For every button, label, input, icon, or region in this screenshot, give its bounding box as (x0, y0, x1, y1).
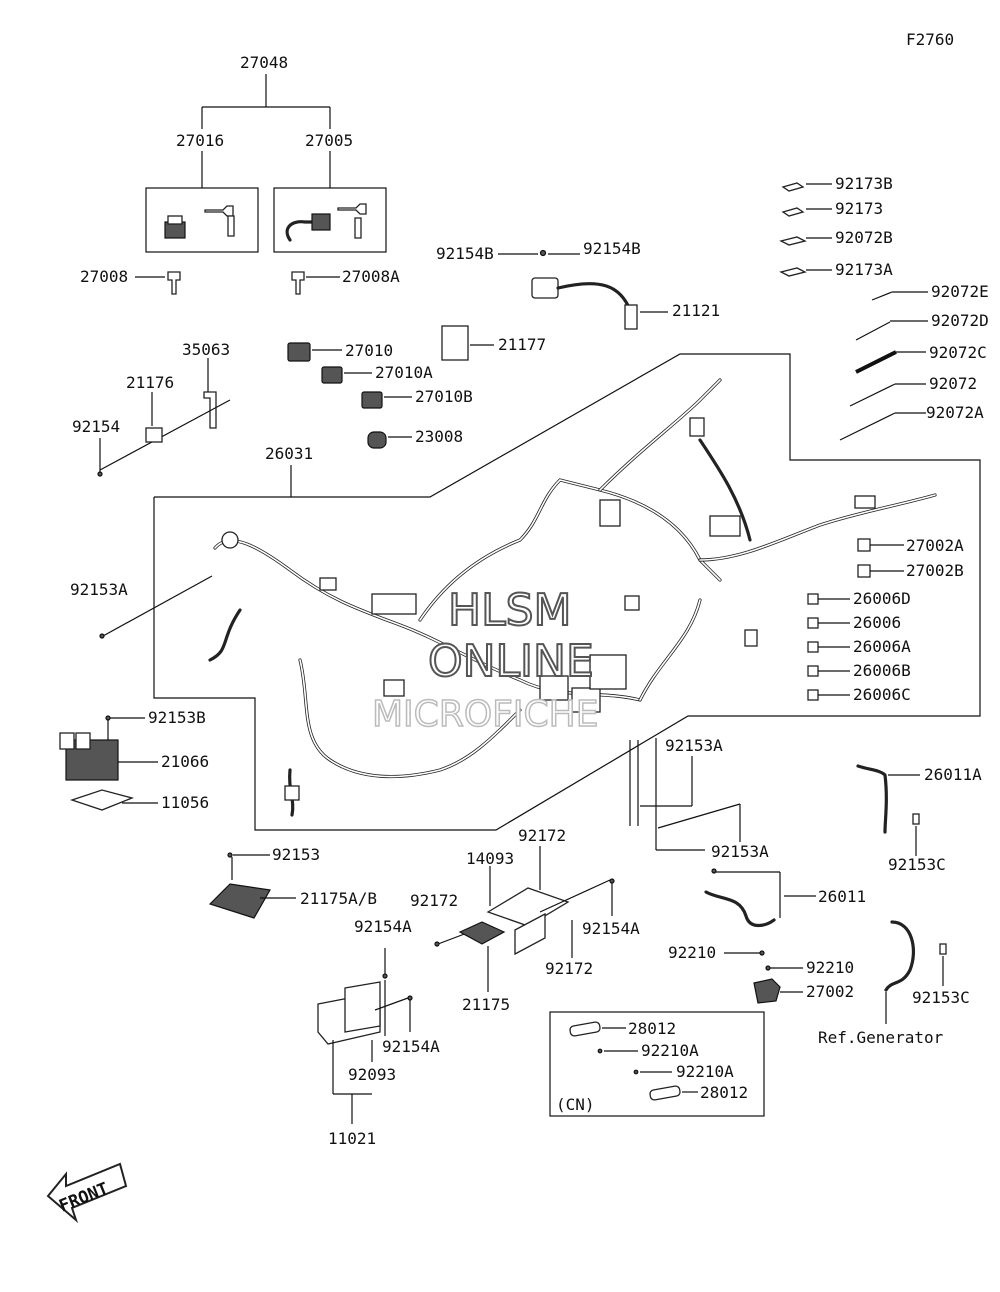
label-26031: 26031 (265, 444, 313, 463)
label-21177: 21177 (498, 335, 546, 354)
label-28012-upper: 28012 (628, 1019, 676, 1038)
label-92153A-bottom: 92153A (711, 842, 769, 861)
label-21121: 21121 (672, 301, 720, 320)
label-27002: 27002 (806, 982, 854, 1001)
key-set-box-27005 (273, 187, 387, 253)
label-26006: 26006 (853, 613, 901, 632)
label-27010A: 27010A (375, 363, 433, 382)
label-92072D: 92072D (931, 311, 989, 330)
label-92153C-upper: 92153C (888, 855, 946, 874)
label-27010B: 27010B (415, 387, 473, 406)
label-23008: 23008 (415, 427, 463, 446)
key-27008 (167, 271, 181, 295)
switch-23008 (367, 431, 387, 449)
label-14093: 14093 (466, 849, 514, 868)
front-arrow-icon: FRONT (46, 1162, 128, 1224)
label-27005: 27005 (305, 131, 353, 150)
label-92093: 92093 (348, 1065, 396, 1084)
label-92153C-lower: 92153C (912, 988, 970, 1007)
connector-27002 (753, 978, 781, 1004)
label-92210A-lower: 92210A (676, 1062, 734, 1081)
label-cn: (CN) (556, 1095, 595, 1114)
label-27048: 27048 (240, 53, 288, 72)
label-11021: 11021 (328, 1129, 376, 1148)
label-92154A-right: 92154A (582, 919, 640, 938)
label-92172-bottom: 92172 (545, 959, 593, 978)
ecu-21175AB (208, 883, 271, 919)
label-21175AB: 21175A/B (300, 889, 377, 908)
label-92154B-right: 92154B (583, 239, 641, 258)
bracket-14093 (434, 846, 615, 992)
cable-ref-generator (884, 920, 915, 992)
key-27008A (291, 271, 305, 295)
sensor-21121 (531, 277, 559, 299)
label-92173A: 92173A (835, 260, 893, 279)
label-92172-top: 92172 (518, 826, 566, 845)
bracket-35063 (97, 358, 231, 477)
figure-code: F2760 (906, 30, 954, 49)
label-92072C: 92072C (929, 343, 987, 362)
label-21176: 21176 (126, 373, 174, 392)
label-35063: 35063 (182, 340, 230, 359)
label-26006A: 26006A (853, 637, 911, 656)
bracket-11021 (317, 948, 413, 1124)
label-92173B: 92173B (835, 174, 893, 193)
cable-26011 (704, 890, 776, 928)
label-27008A: 27008A (342, 267, 400, 286)
label-92153A-middle: 92153A (665, 736, 723, 755)
label-92210A-upper: 92210A (641, 1041, 699, 1060)
cn-box (549, 1011, 765, 1117)
leader-92153A (629, 738, 741, 851)
label-92154A-bottom: 92154A (382, 1037, 440, 1056)
label-92154B-left: 92154B (436, 244, 494, 263)
switch-27010B (361, 391, 383, 409)
label-92072B: 92072B (835, 228, 893, 247)
watermark-line1: HLSM (448, 585, 572, 636)
label-92072E: 92072E (931, 282, 989, 301)
label-26011A: 26011A (924, 765, 982, 784)
label-92210-right: 92210 (806, 958, 854, 977)
watermark-line2: ONLINE (428, 636, 594, 687)
wire-harness-26031 (208, 378, 937, 817)
label-92172-left: 92172 (410, 891, 458, 910)
label-26006B: 26006B (853, 661, 911, 680)
label-92173: 92173 (835, 199, 883, 218)
label-28012-lower: 28012 (700, 1083, 748, 1102)
label-92072A: 92072A (926, 403, 984, 422)
connector-icons (807, 538, 904, 701)
label-92210-left: 92210 (668, 943, 716, 962)
label-92072: 92072 (929, 374, 977, 393)
label-92153A-left: 92153A (70, 580, 128, 599)
key-set-group (145, 74, 387, 253)
relay-21177 (441, 325, 469, 361)
watermark-line3: MICROFICHE (372, 694, 598, 735)
label-27002A: 27002A (906, 536, 964, 555)
label-11056: 11056 (161, 793, 209, 812)
label-92154A-top: 92154A (354, 917, 412, 936)
label-27010: 27010 (345, 341, 393, 360)
label-92154: 92154 (72, 417, 120, 436)
watermark: HLSM ONLINE MICROFICHE (371, 584, 599, 736)
label-92153B: 92153B (148, 708, 206, 727)
label-26006C: 26006C (853, 685, 911, 704)
harness-outline (153, 353, 981, 831)
label-21175: 21175 (462, 995, 510, 1014)
switch-27010 (287, 342, 311, 362)
label-ref-generator: Ref.Generator (818, 1028, 944, 1047)
part-labels: F2760 27048 27016 27005 27008 27008A 921… (70, 30, 989, 1148)
cable-26011A (856, 764, 888, 834)
key-set-box-27016 (145, 187, 259, 253)
label-26006D: 26006D (853, 589, 911, 608)
switch-27010A (321, 366, 343, 384)
label-21066: 21066 (161, 752, 209, 771)
label-27016: 27016 (176, 131, 224, 150)
regulator-21066 (59, 715, 158, 811)
label-26011: 26011 (818, 887, 866, 906)
label-27002B: 27002B (906, 561, 964, 580)
clips-group (779, 182, 928, 441)
label-27008: 27008 (80, 267, 128, 286)
label-92153: 92153 (272, 845, 320, 864)
